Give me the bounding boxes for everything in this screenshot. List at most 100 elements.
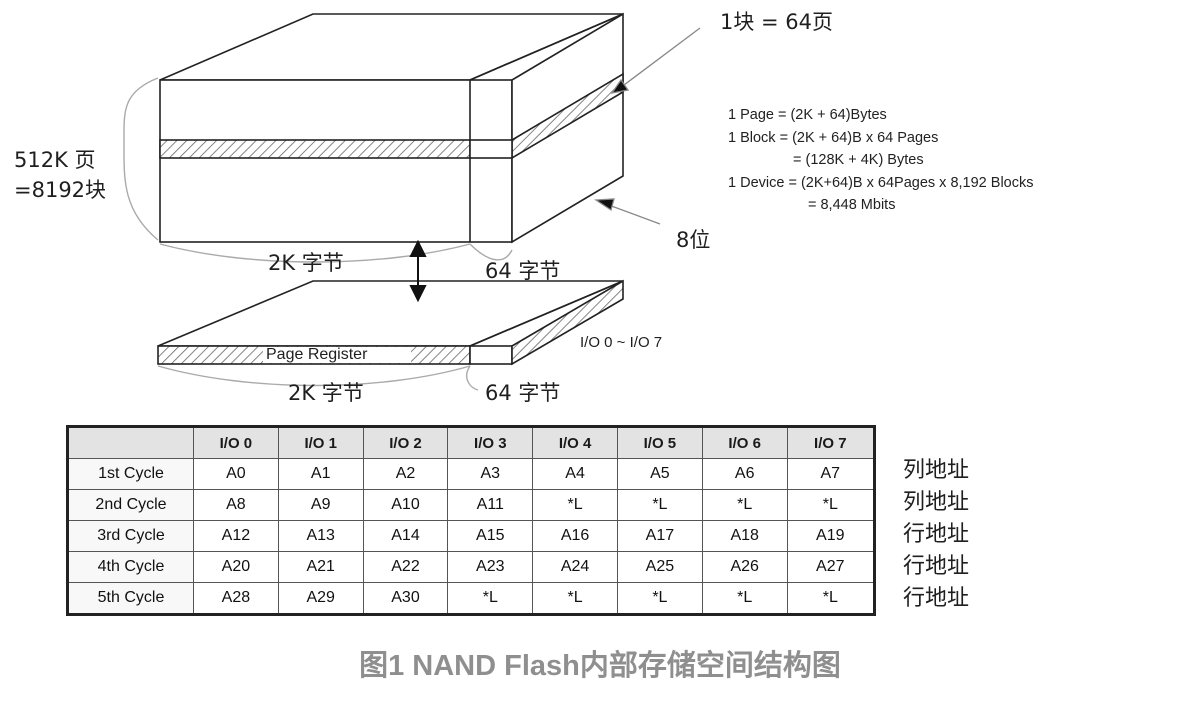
spec-line: = (128K + 4K) Bytes xyxy=(793,152,924,168)
column-header: I/O 4 xyxy=(532,426,618,459)
transfer-arrow-down xyxy=(409,285,427,303)
bytes-2k-bottom-brace xyxy=(157,365,471,387)
column-header: I/O 3 xyxy=(447,426,534,459)
column-header: I/O 5 xyxy=(616,426,703,459)
cycle-label: 2nd Cycle xyxy=(67,489,194,521)
address-cell: *L xyxy=(786,582,876,615)
figure-caption: 图1 NAND Flash内部存储空间结构图 xyxy=(359,650,841,682)
table-corner xyxy=(67,426,194,459)
address-cell: A8 xyxy=(193,489,279,521)
bytes-2k-bottom-label: 2K 字节 xyxy=(288,381,364,405)
io-range-label: I/O 0 ~ I/O 7 xyxy=(580,334,663,351)
address-cell: A13 xyxy=(277,520,364,552)
address-cell: A27 xyxy=(786,551,876,583)
address-cell: A22 xyxy=(362,551,449,583)
address-cell: A5 xyxy=(616,458,703,490)
cube-right-face xyxy=(511,12,624,244)
address-cell: A30 xyxy=(362,582,449,615)
address-cell: A18 xyxy=(701,520,788,552)
width-pointer-head xyxy=(594,198,615,212)
bytes-2k-top-brace xyxy=(159,243,471,263)
address-cell: *L xyxy=(532,582,618,615)
address-cell: A12 xyxy=(193,520,279,552)
page-register-label: Page Register xyxy=(266,346,368,363)
pages-brace xyxy=(123,77,159,241)
capacity-spec: 1 Page = (2K + 64)Bytes 1 Block = (2K + 6… xyxy=(728,104,1033,217)
column-header: I/O 2 xyxy=(362,426,449,459)
address-cycle-table: I/O 0 I/O 1 I/O 2 I/O 3 I/O 4 I/O 5 I/O … xyxy=(66,425,876,616)
address-cell: A1 xyxy=(277,458,364,490)
spare-page-segment xyxy=(469,139,513,159)
width-pointer-line xyxy=(605,203,661,225)
address-cell: A16 xyxy=(532,520,618,552)
block-pointer-head xyxy=(610,78,630,94)
block-pointer-line xyxy=(619,27,701,89)
address-cell: A6 xyxy=(701,458,788,490)
address-cell: A7 xyxy=(786,458,876,490)
bytes-64-top-brace xyxy=(469,243,513,261)
bytes-2k-top-label: 2K 字节 xyxy=(268,251,344,275)
block-pages-label: 1块 = 64页 xyxy=(720,10,834,34)
column-header: I/O 1 xyxy=(277,426,364,459)
row-note: 行地址 xyxy=(903,522,970,547)
row-note: 列地址 xyxy=(903,490,970,515)
address-cell: A4 xyxy=(532,458,618,490)
bytes-64-top-label: 64 字节 xyxy=(485,259,561,283)
address-cell: A0 xyxy=(193,458,279,490)
address-cell: A21 xyxy=(277,551,364,583)
address-cell: A28 xyxy=(193,582,279,615)
cycle-label: 3rd Cycle xyxy=(67,520,194,552)
address-cell: *L xyxy=(447,582,534,615)
spec-line: 1 Block = (2K + 64)B x 64 Pages xyxy=(728,129,939,146)
column-header: I/O 7 xyxy=(786,426,876,459)
width-bits-label: 8位 xyxy=(676,228,711,252)
address-cell: A14 xyxy=(362,520,449,552)
cycle-label: 5th Cycle xyxy=(67,582,194,615)
address-cell: A17 xyxy=(616,520,703,552)
address-cell: A19 xyxy=(786,520,876,552)
address-cell: A24 xyxy=(532,551,618,583)
pages-count-label: 512K 页 xyxy=(14,148,96,172)
address-cell: A2 xyxy=(362,458,449,490)
page-register-slab xyxy=(157,279,624,366)
address-cell: *L xyxy=(616,489,703,521)
column-header: I/O 0 xyxy=(193,426,279,459)
blocks-count-label: =8192块 xyxy=(14,178,107,202)
address-cell: A10 xyxy=(362,489,449,521)
spec-line: 1 Device = (2K+64)B x 64Pages x 8,192 Bl… xyxy=(728,174,1034,191)
nand-structure-diagram xyxy=(123,12,701,391)
address-cell: *L xyxy=(786,489,876,521)
page-row-hatch xyxy=(159,139,471,159)
column-header: I/O 6 xyxy=(701,426,788,459)
transfer-arrow-up xyxy=(409,239,427,257)
bytes-64-bottom-brace xyxy=(466,365,479,391)
address-cell: A23 xyxy=(447,551,534,583)
address-cell: A25 xyxy=(616,551,703,583)
row-note: 行地址 xyxy=(903,554,970,579)
address-cell: A29 xyxy=(277,582,364,615)
address-cell: A26 xyxy=(701,551,788,583)
address-cell: A11 xyxy=(447,489,534,521)
register-spare-front xyxy=(469,345,513,365)
address-cell: A9 xyxy=(277,489,364,521)
address-cell: *L xyxy=(616,582,703,615)
address-cell: A3 xyxy=(447,458,534,490)
row-note: 行地址 xyxy=(903,586,970,611)
bytes-64-bottom-label: 64 字节 xyxy=(485,381,561,405)
address-type-notes: 列地址 列地址 行地址 行地址 行地址 xyxy=(903,455,969,615)
address-cell: *L xyxy=(532,489,618,521)
table-header-row: I/O 0 I/O 1 I/O 2 I/O 3 I/O 4 I/O 5 I/O … xyxy=(67,426,876,459)
cycle-label: 1st Cycle xyxy=(67,458,194,490)
address-cell: A20 xyxy=(193,551,279,583)
cycle-label: 4th Cycle xyxy=(67,551,194,583)
cube-front-face xyxy=(159,79,513,243)
spec-line: = 8,448 Mbits xyxy=(808,197,896,213)
row-note: 列地址 xyxy=(903,458,970,483)
address-cell: *L xyxy=(701,582,788,615)
address-cell: A15 xyxy=(447,520,534,552)
spec-line: 1 Page = (2K + 64)Bytes xyxy=(728,107,887,123)
